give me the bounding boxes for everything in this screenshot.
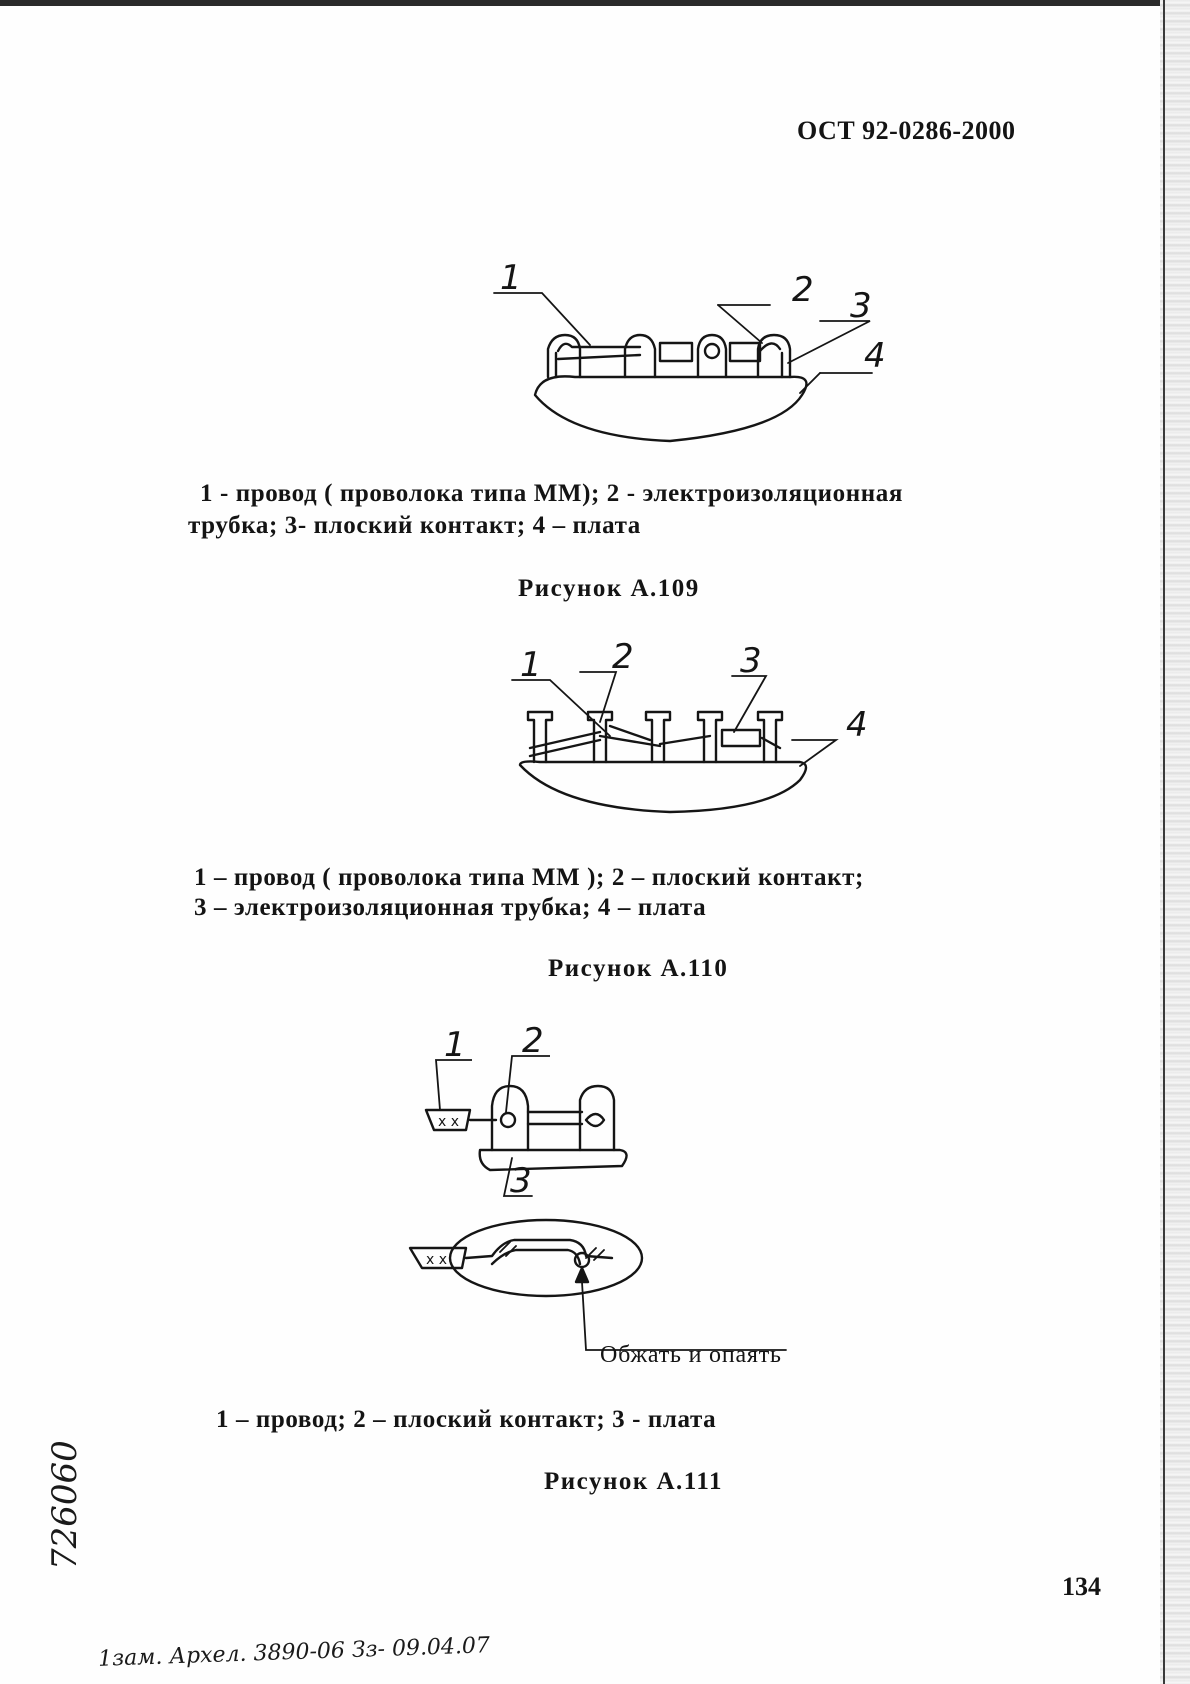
scan-right-border [1163, 0, 1165, 1684]
board [478, 1148, 628, 1172]
wire-1 [528, 730, 602, 750]
fig110-caption-line2: 3 – электроизоляционная трубка; 4 – плат… [194, 894, 707, 921]
crimped-wire [464, 1238, 614, 1260]
fig110-caption-line1: 1 – провод ( проволока типа ММ ); 2 – пл… [194, 864, 864, 891]
svg-text:726060: 726060 [45, 1440, 85, 1570]
fig110-title: Рисунок А.110 [548, 955, 729, 982]
fig109-title: Рисунок А.109 [518, 575, 700, 602]
wire-1 [556, 342, 642, 353]
figure-a109-drawing: 1 2 3 4 [493, 258, 886, 443]
fig110-label-1: 1 [520, 645, 542, 685]
page-number: 134 [1062, 1572, 1101, 1601]
flat-contacts [526, 710, 784, 764]
fig111-label-3: 3 [510, 1161, 532, 1201]
fig111-caption-line1: 1 – провод; 2 – плоский контакт; 3 - пла… [216, 1406, 717, 1433]
scan-top-edge [0, 0, 1160, 6]
insulation-tube [720, 728, 762, 748]
document-code: ОСТ 92-0286-2000 [797, 116, 1016, 145]
fig111-note: Обжать и опаять [600, 1342, 782, 1368]
fig109-label-2: 2 [792, 270, 814, 310]
fig109-label-3: 3 [850, 286, 872, 326]
fig111-title: Рисунок А.111 [544, 1468, 724, 1495]
fig109-label-1: 1 [500, 258, 522, 298]
bottom-handwritten-note: 1зам. Архел. 3890-06 Зз- 09.04.07 [97, 1633, 491, 1672]
flat-contact-right [578, 1084, 616, 1152]
margin-vertical-number: 726060 [45, 1440, 85, 1570]
figure-a110-drawing: 1 2 3 4 [511, 637, 868, 814]
fig109-caption-line1: 1 - провод ( проволока типа ММ); 2 - эле… [200, 480, 903, 507]
fig110-label-4: 4 [846, 705, 868, 745]
fig111-label-2: 2 [522, 1021, 544, 1061]
svg-text:х х: х х [438, 1114, 459, 1130]
wire-end [424, 1108, 472, 1132]
detail-oval [448, 1218, 644, 1298]
fig109-label-4: 4 [864, 336, 886, 376]
fig111-label-1: 1 [444, 1025, 466, 1065]
flat-contact-left [490, 1084, 530, 1152]
flat-contacts [546, 333, 792, 379]
fig110-label-2: 2 [612, 637, 634, 677]
scan-right-edge [1160, 0, 1190, 1684]
fig109-caption-line2: трубка; 3- плоский контакт; 4 – плата [188, 512, 641, 539]
svg-text:х х: х х [426, 1252, 447, 1268]
figure-a111-drawing: х х 1 2 3 х х [408, 1021, 787, 1351]
insulation-tube [658, 341, 694, 363]
fig110-label-3: 3 [740, 641, 762, 681]
